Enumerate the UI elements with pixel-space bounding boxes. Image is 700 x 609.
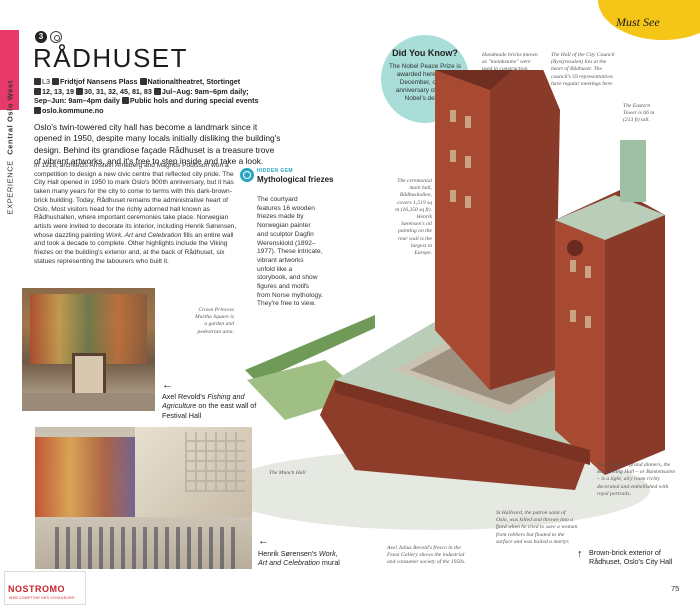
hidden-gem-text: The courtyard features 16 wooden friezes…	[257, 196, 323, 308]
photo-caption-1: Axel Revold's Fishing and Agriculture on…	[162, 392, 262, 420]
metro-stations: Nationaltheatret, Stortinget	[147, 77, 241, 86]
body-text-2: fills an entire wall and took a decade t…	[34, 231, 234, 265]
entry-number: 3	[35, 31, 47, 43]
experience-label: EXPERIENCE	[5, 160, 15, 215]
arrow-left-icon: ←	[258, 535, 269, 547]
visitors-graphic	[55, 527, 235, 569]
main-hall-photo	[35, 427, 252, 569]
logo-name: NOSTROMO	[8, 584, 65, 594]
annotation-main-hall: The ceremonial main hall, Rådhushallen, …	[395, 178, 432, 257]
arrow-up-icon: ↑	[577, 548, 583, 560]
did-you-know-title: Did You Know?	[392, 48, 458, 58]
opening-hours-summer: Jul–Aug: 9am–6pm daily;	[161, 86, 249, 96]
caption-2-c: mural	[319, 558, 340, 568]
annotation-bricks: Handmade bricks known as "moinkstone" we…	[482, 52, 538, 73]
window-grid-graphic	[185, 432, 245, 492]
address: Fridtjof Nansens Plass	[60, 77, 138, 86]
closures: Public hols and during special events	[129, 96, 259, 106]
website-link[interactable]: oslo.kommune.no	[42, 105, 104, 115]
body-paragraph: In 1918, architects Arnstein Arneberg an…	[34, 162, 238, 266]
arrow-left-icon: ←	[162, 379, 173, 391]
floor-graphic	[22, 393, 155, 411]
must-see-label: Must See	[616, 15, 660, 29]
opening-hours-winter: Sep–Jun: 9am–4pm daily	[34, 96, 120, 106]
closed-icon	[121, 97, 129, 105]
photo-caption-3: Brown-brick exterior of Rådhuset, Oslo's…	[589, 548, 673, 567]
page-title: RÅDHUSET	[33, 43, 189, 73]
annotation-tower: The Eastern Tower is 66 m (213 ft) tall.	[623, 103, 655, 124]
tram-lines: 12, 13, 19	[42, 86, 74, 96]
festival-hall-photo	[22, 288, 155, 411]
annotation-revold: Axel Julius Revold's fresco in the Feast…	[387, 545, 466, 566]
section-tab	[0, 30, 19, 110]
address-icon	[52, 78, 59, 85]
caption-1-a: Axel Revold's	[162, 392, 208, 401]
tram-icon	[34, 87, 41, 95]
did-you-know-text: The Nobel Peace Prize is awarded here ev…	[388, 63, 462, 102]
body-text-1: In 1918, architects Arnstein Arneberg an…	[34, 162, 237, 239]
photo-caption-2: Henrik Sørensen's Work, Art and Celebrat…	[258, 549, 348, 568]
caption-2-a: Henrik Sørensen's	[258, 549, 319, 558]
hidden-gem-title: Mythological friezes	[257, 175, 334, 184]
bus-lines: 30, 31, 32, 45, 81, 83	[83, 86, 152, 96]
metro-icon	[139, 78, 147, 85]
map-pin-icon	[34, 78, 41, 85]
annotation-hallvard: St Hallvard, the patron saint of Oslo, w…	[496, 510, 578, 545]
caption-1-title: Fishing and Agriculture	[162, 392, 245, 411]
annotation-square: Crown Princess Martha Square is a garden…	[195, 307, 234, 335]
web-icon	[34, 106, 41, 114]
magnifier-icon	[240, 168, 254, 182]
caption-1-c: on the east wall of Festival Hall	[162, 401, 257, 420]
bus-icon	[75, 87, 83, 95]
section-name: Central Oslo West	[5, 80, 15, 155]
logo-tagline: WEB COMPTOIR DES VOYAGEURS	[9, 596, 75, 600]
city-hall-illustration	[225, 70, 665, 530]
annotation-banqueting: The venue for grand dinners, the Banquet…	[597, 462, 675, 497]
hidden-gem-tag: HIDDEN GEM	[257, 168, 293, 174]
section-label: EXPERIENCE Central Oslo West	[0, 80, 19, 220]
caption-2-title: Work, Art and Celebration	[258, 549, 338, 568]
map-ref: L3	[42, 77, 50, 86]
body-artwork-title: Work, Art and Celebration	[105, 231, 182, 239]
mural-graphic	[35, 437, 135, 517]
practical-info: L3 Fridtjof Nansens Plass Nationaltheatr…	[34, 77, 276, 115]
annotation-munch: The Munch Hall	[269, 470, 306, 476]
nostromo-logo	[4, 571, 86, 605]
camera-icon	[50, 31, 62, 43]
mural-graphic	[30, 294, 147, 364]
clock-icon	[153, 87, 161, 95]
page-number: 75	[671, 584, 680, 593]
annotation-council: The Hall of the City Council (Bystyresal…	[551, 52, 615, 87]
lead-paragraph: Oslo's twin-towered city hall has become…	[34, 122, 281, 167]
